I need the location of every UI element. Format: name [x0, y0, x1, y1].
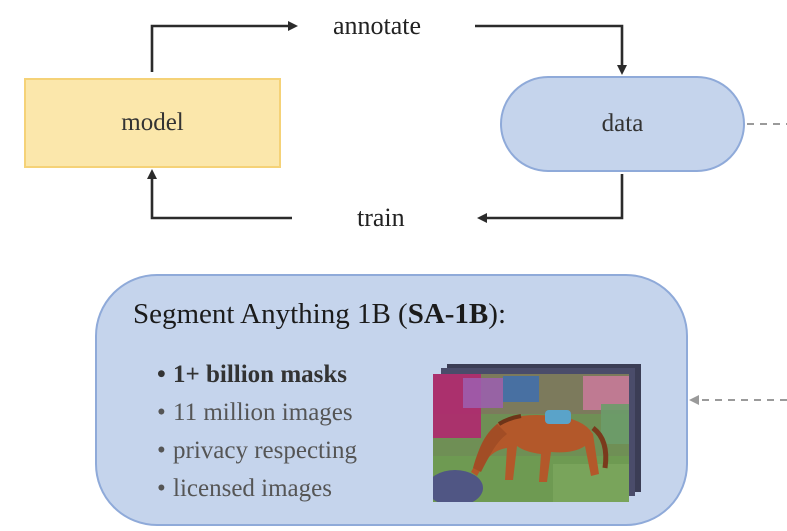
annotate-label: annotate — [333, 11, 422, 40]
dataset-bullet: • 1+ billion masks — [157, 356, 357, 394]
bullet-dot-icon: • — [157, 361, 166, 388]
dataset-bullet-text: privacy respecting — [173, 437, 357, 464]
dataset-bullet: • licensed images — [157, 470, 357, 508]
sample-image-stack — [433, 364, 641, 502]
bullet-dot-icon: • — [157, 399, 166, 426]
data-label: data — [601, 110, 644, 137]
dataset-title: Segment Anything 1B (SA-1B): — [133, 298, 506, 331]
train-arrow-right — [477, 174, 624, 223]
dataset-title-bold: SA-1B — [407, 298, 489, 330]
data-pill: data — [500, 76, 745, 172]
horse-image — [433, 374, 629, 502]
dataset-bullet: • 11 million images — [157, 394, 357, 432]
dataset-title-prefix: Segment Anything 1B ( — [133, 298, 408, 330]
train-arrow-left — [147, 169, 292, 220]
dataset-bullet-list: • 1+ billion masks • 11 million images • pr… — [157, 356, 357, 508]
annotate-arrow-right — [475, 24, 627, 75]
model-label: model — [121, 109, 184, 136]
dataset-bullet-text: 11 million images — [173, 399, 353, 426]
train-label: train — [357, 203, 405, 232]
annotate-arrow-left — [150, 21, 298, 72]
dataset-bullet-text: licensed images — [173, 475, 332, 502]
bullet-dot-icon: • — [157, 437, 166, 464]
dataset-panel: Segment Anything 1B (SA-1B): • 1+ billion… — [95, 274, 688, 526]
bullet-dot-icon: • — [157, 475, 166, 502]
dataset-title-suffix: ): — [488, 298, 506, 330]
dataset-bullet: • privacy respecting — [157, 432, 357, 470]
dataset-bullet-text: 1+ billion masks — [173, 361, 348, 388]
model-box: model — [24, 78, 281, 168]
